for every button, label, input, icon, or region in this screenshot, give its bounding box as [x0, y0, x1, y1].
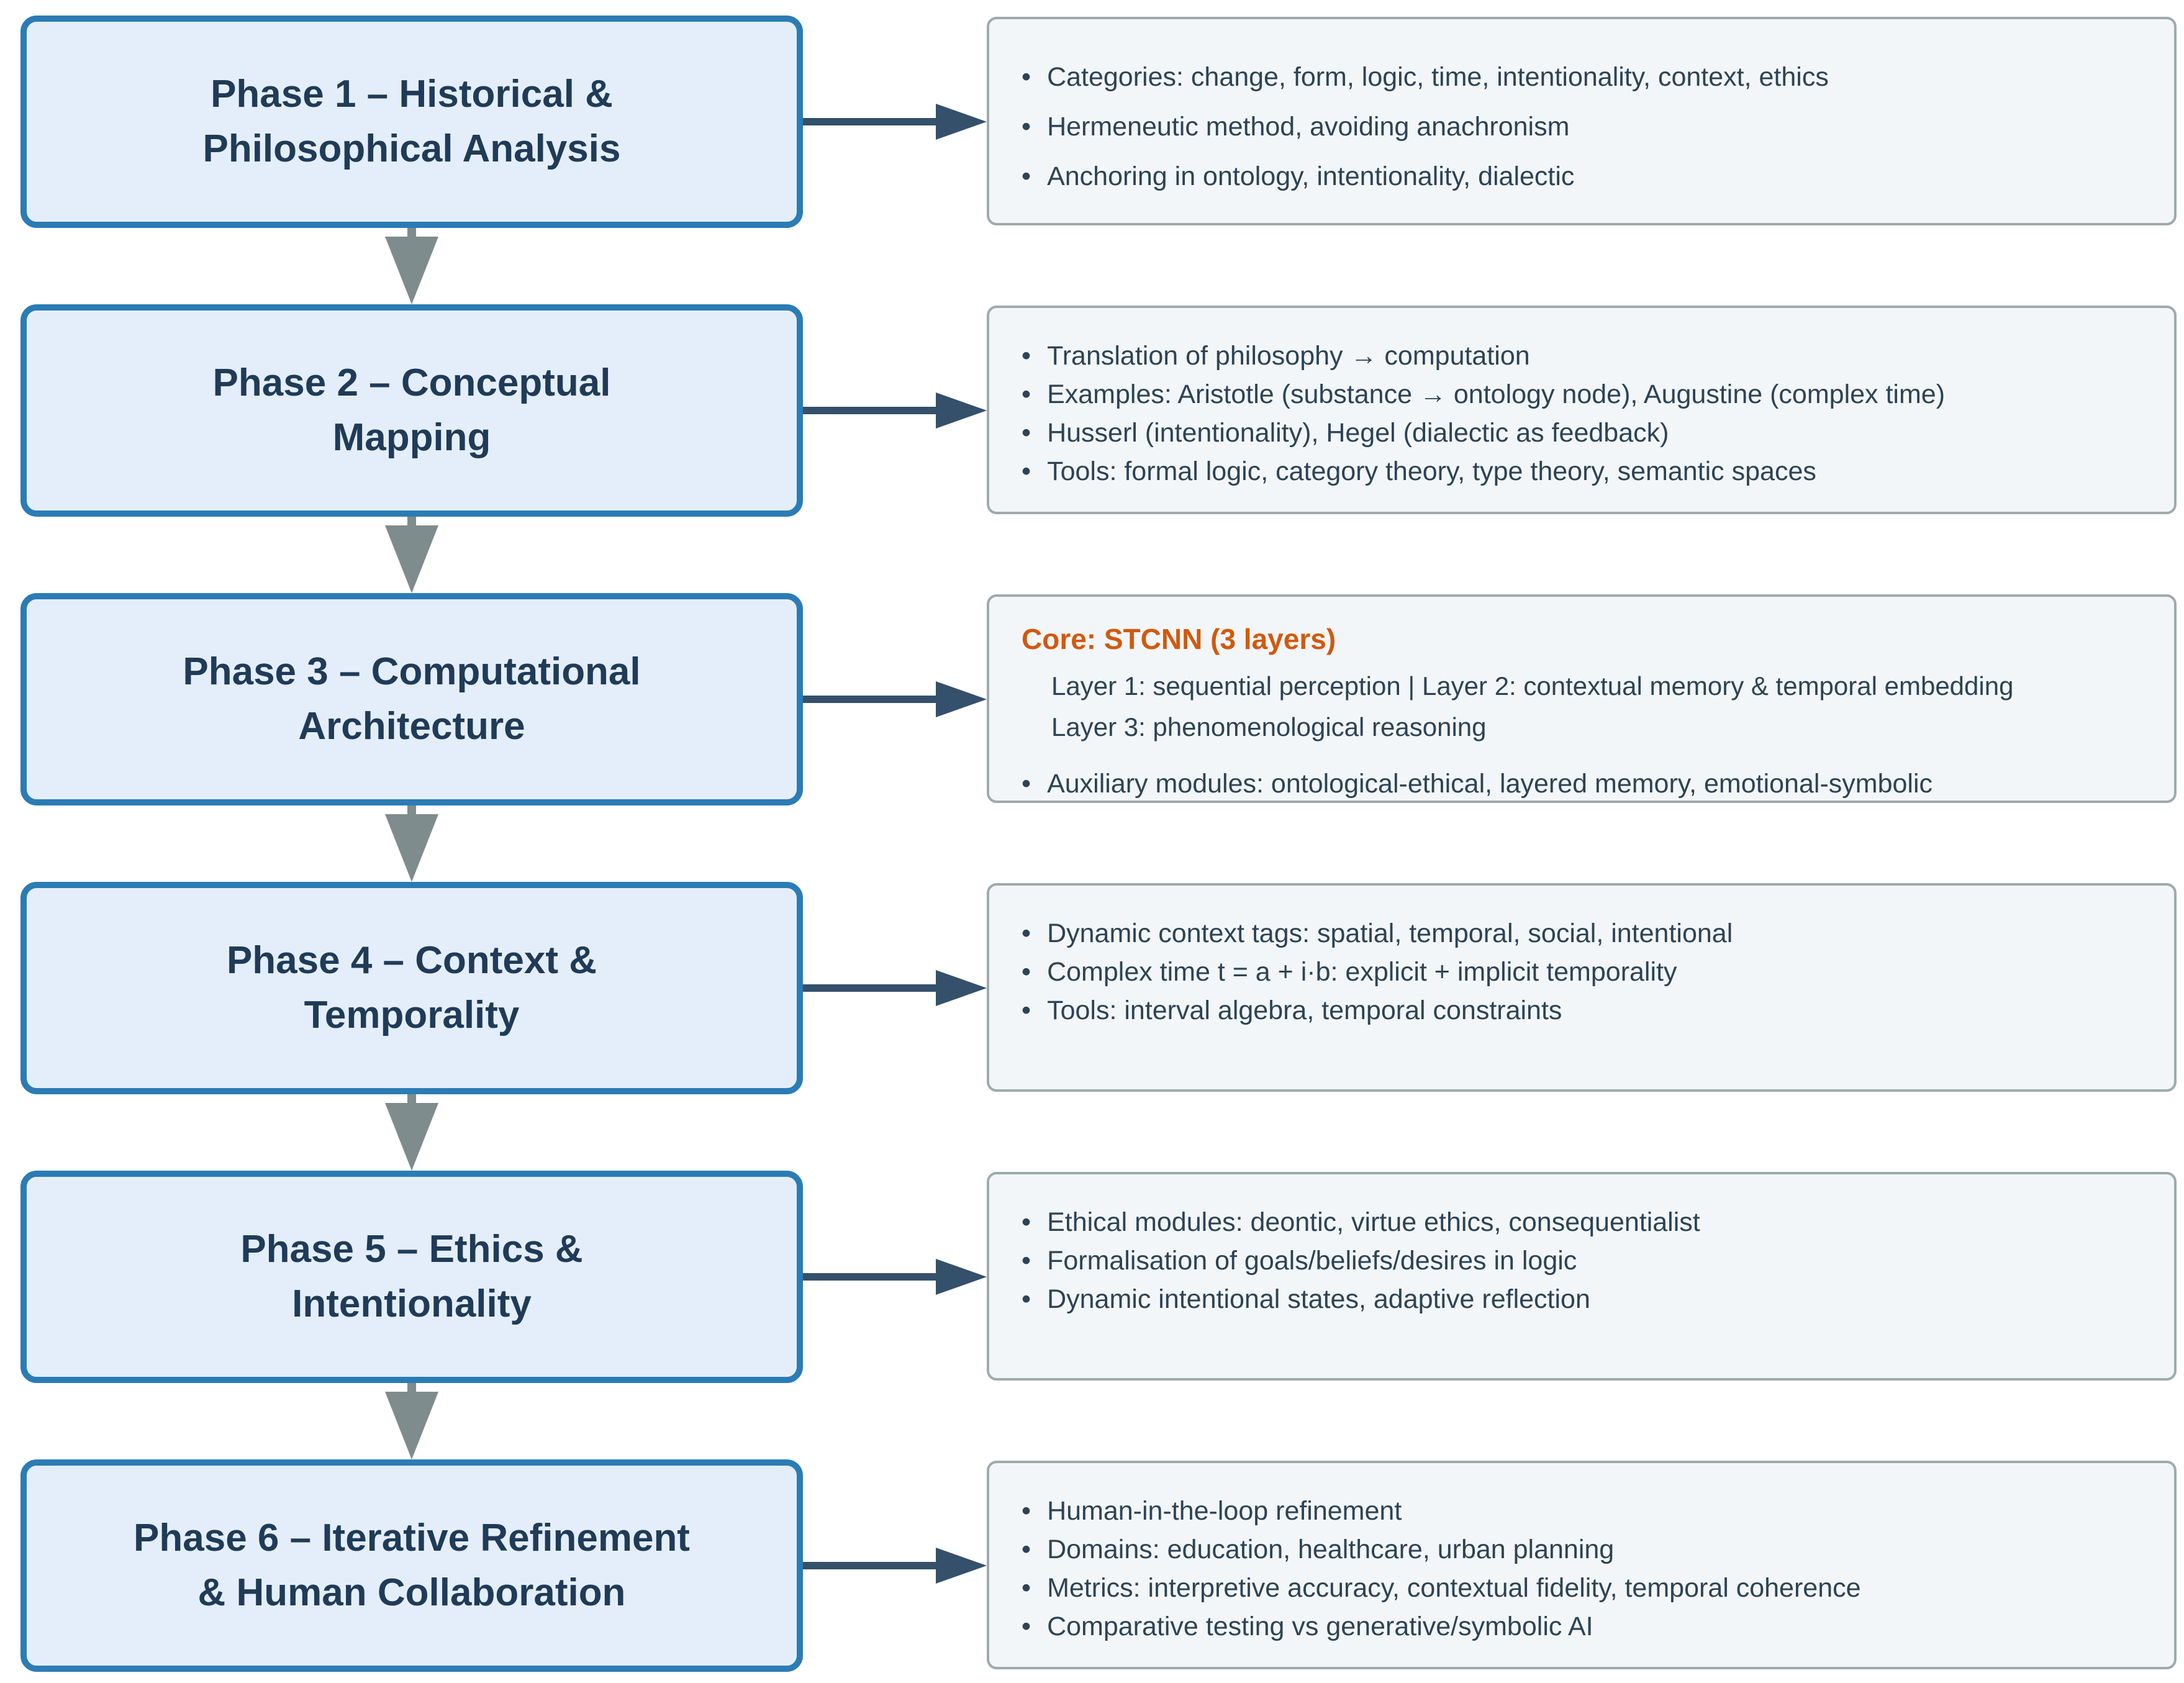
phase-5-bullet-list: Ethical modules: deontic, virtue ethics,…	[1022, 1204, 2149, 1317]
phase-4-bullet-list: Dynamic context tags: spatial, temporal,…	[1022, 915, 2149, 1028]
connector-line	[803, 118, 936, 125]
connector-line	[803, 984, 936, 992]
bullet-item: Domains: education, healthcare, urban pl…	[1022, 1531, 2149, 1567]
phase-5-title-line-1: Phase 5 – Ethics &	[240, 1228, 583, 1271]
phase-6-box: Phase 6 – Iterative Refinement & Human C…	[20, 1459, 803, 1672]
phase-3-title-line-2: Architecture	[298, 705, 525, 748]
down-arrow-1	[385, 228, 438, 304]
phase-1-bullet-list: Categories: change, form, logic, time, i…	[1022, 59, 2149, 194]
bullet-item: Dynamic intentional states, adaptive ref…	[1022, 1281, 2149, 1317]
connector-line	[803, 1562, 936, 1569]
phase-3-bullet-list: Auxiliary modules: ontological-ethical, …	[1022, 766, 2149, 801]
bullet-item: Ethical modules: deontic, virtue ethics,…	[1022, 1204, 2149, 1240]
phase-3-title-line-1: Phase 3 – Computational	[183, 650, 641, 693]
phase-5-row: Phase 5 – Ethics & Intentionality Ethica…	[20, 1171, 2177, 1383]
phase-2-box: Phase 2 – Conceptual Mapping	[20, 304, 803, 517]
phase-2-bullet-list: Translation of philosophy → computation …	[1022, 338, 2149, 489]
down-arrowhead-icon	[385, 1103, 438, 1171]
phase-5-title: Phase 5 – Ethics & Intentionality	[203, 1222, 620, 1331]
phase-6-bullet-list: Human-in-the-loop refinement Domains: ed…	[1022, 1493, 2149, 1644]
phase-2-title-line-1: Phase 2 – Conceptual	[212, 361, 611, 404]
down-arrow-stem	[407, 1383, 416, 1392]
bullet-item: Metrics: interpretive accuracy, contextu…	[1022, 1570, 2149, 1606]
right-arrow-connector-6	[803, 1547, 987, 1584]
phase-2-details: Translation of philosophy → computation …	[987, 306, 2177, 514]
right-arrowhead-icon	[936, 392, 987, 429]
bullet-item: Hermeneutic method, avoiding anachronism	[1022, 109, 2149, 145]
bullet-item: Comparative testing vs generative/symbol…	[1022, 1608, 2149, 1644]
down-arrowhead-icon	[385, 814, 438, 882]
phase-6-title-line-2: & Human Collaboration	[197, 1571, 626, 1614]
down-arrowhead-icon	[385, 237, 438, 304]
phase-3-title: Phase 3 – Computational Architecture	[145, 645, 677, 754]
bullet-item: Formalisation of goals/beliefs/desires i…	[1022, 1243, 2149, 1279]
bullet-item: Human-in-the-loop refinement	[1022, 1493, 2149, 1529]
down-arrowhead-icon	[385, 525, 438, 593]
phase-1-box: Phase 1 – Historical & Philosophical Ana…	[20, 16, 803, 228]
phase-6-details: Human-in-the-loop refinement Domains: ed…	[987, 1461, 2177, 1669]
bullet-item: Husserl (intentionality), Hegel (dialect…	[1022, 415, 2149, 451]
right-arrow-connector-5	[803, 1258, 987, 1295]
right-arrow-connector-1	[803, 103, 987, 140]
phase-4-title: Phase 4 – Context & Temporality	[189, 933, 634, 1043]
phase-2-row: Phase 2 – Conceptual Mapping Translation…	[20, 304, 2177, 517]
phase-4-row: Phase 4 – Context & Temporality Dynamic …	[20, 882, 2177, 1094]
phase-6-title-line-1: Phase 6 – Iterative Refinement	[134, 1517, 690, 1559]
down-arrow-stem	[407, 1094, 416, 1103]
layer-line-1: Layer 1: sequential perception | Layer 2…	[1051, 671, 2014, 701]
right-arrowhead-icon	[936, 970, 987, 1006]
phase-4-box: Phase 4 – Context & Temporality	[20, 882, 803, 1094]
down-arrow-5	[385, 1383, 438, 1459]
core-stcnn-heading: Core: STCNN (3 layers)	[1022, 623, 1336, 655]
phase-4-title-line-1: Phase 4 – Context &	[226, 939, 597, 982]
right-arrowhead-icon	[936, 1259, 987, 1295]
bullet-item: Complex time t = a + i·b: explicit + imp…	[1022, 954, 2149, 990]
phase-1-title-line-1: Phase 1 – Historical &	[211, 73, 613, 116]
right-arrow-connector-3	[803, 681, 987, 718]
down-arrow-stem	[407, 517, 416, 525]
phase-3-row: Phase 3 – Computational Architecture Cor…	[20, 593, 2177, 805]
phase-2-title: Phase 2 – Conceptual Mapping	[176, 356, 648, 465]
bullet-item: Translation of philosophy → computation	[1022, 338, 2149, 374]
bullet-item: Anchoring in ontology, intentionality, d…	[1022, 158, 2149, 194]
phase-2-title-line-2: Mapping	[332, 416, 491, 459]
down-arrow-3	[385, 805, 438, 882]
phase-1-row: Phase 1 – Historical & Philosophical Ana…	[20, 16, 2177, 228]
right-arrow-connector-2	[803, 392, 987, 429]
bullet-item: Examples: Aristotle (substance → ontolog…	[1022, 376, 2149, 412]
phase-3-box: Phase 3 – Computational Architecture	[20, 593, 803, 805]
layer-line-2: Layer 3: phenomenological reasoning	[1051, 712, 1487, 742]
down-arrow-stem	[407, 805, 416, 814]
phase-1-details: Categories: change, form, logic, time, i…	[987, 17, 2177, 225]
phase-1-title: Phase 1 – Historical & Philosophical Ana…	[165, 67, 658, 176]
bullet-item: Tools: interval algebra, temporal constr…	[1022, 992, 2149, 1028]
right-arrowhead-icon	[936, 104, 987, 140]
right-arrow-connector-4	[803, 969, 987, 1007]
right-arrowhead-icon	[936, 681, 987, 717]
bullet-item: Tools: formal logic, category theory, ty…	[1022, 453, 2149, 489]
down-arrow-2	[385, 517, 438, 593]
phase-3-details: Core: STCNN (3 layers) Layer 1: sequenti…	[987, 594, 2177, 803]
bullet-item: Auxiliary modules: ontological-ethical, …	[1022, 766, 2149, 801]
bullet-item: Dynamic context tags: spatial, temporal,…	[1022, 915, 2149, 951]
phase-5-details: Ethical modules: deontic, virtue ethics,…	[987, 1172, 2177, 1381]
connector-line	[803, 407, 936, 414]
phase-5-title-line-2: Intentionality	[292, 1282, 532, 1325]
phase-5-box: Phase 5 – Ethics & Intentionality	[20, 1171, 803, 1383]
phase-6-row: Phase 6 – Iterative Refinement & Human C…	[20, 1459, 2177, 1672]
down-arrow-stem	[407, 228, 416, 237]
connector-line	[803, 1273, 936, 1281]
down-arrowhead-icon	[385, 1392, 438, 1459]
bullet-item: Categories: change, form, logic, time, i…	[1022, 59, 2149, 95]
down-arrow-4	[385, 1094, 438, 1171]
phase-4-details: Dynamic context tags: spatial, temporal,…	[987, 883, 2177, 1092]
connector-line	[803, 696, 936, 703]
phase-1-title-line-2: Philosophical Analysis	[202, 127, 621, 170]
right-arrowhead-icon	[936, 1548, 987, 1584]
phase-6-title: Phase 6 – Iterative Refinement & Human C…	[96, 1511, 727, 1620]
phase-4-title-line-2: Temporality	[304, 994, 520, 1037]
